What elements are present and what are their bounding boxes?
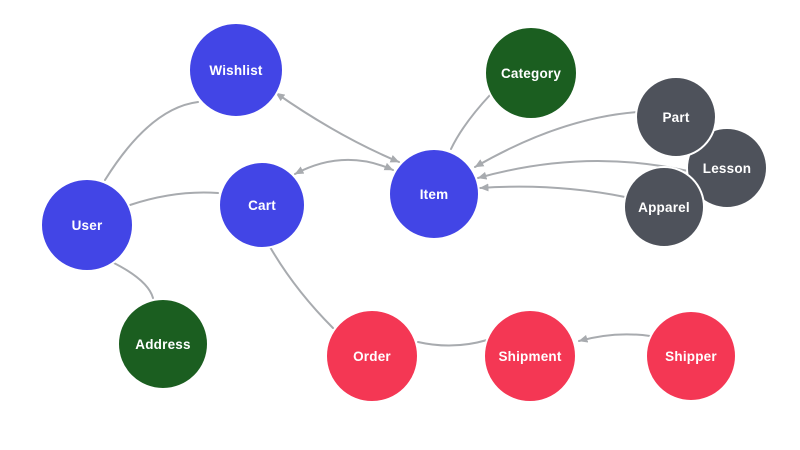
node-order[interactable]: Order	[325, 309, 419, 403]
node-cart[interactable]: Cart	[218, 161, 306, 249]
edge-user-wishlist	[104, 101, 199, 181]
node-wishlist[interactable]: Wishlist	[188, 22, 284, 118]
node-shipment[interactable]: Shipment	[483, 309, 577, 403]
node-label-shipment: Shipment	[498, 348, 562, 364]
edge-wishlist-item	[275, 92, 400, 163]
node-apparel[interactable]: Apparel	[623, 166, 705, 248]
edge-category-item	[450, 94, 491, 150]
node-label-lesson: Lesson	[702, 160, 752, 176]
edge-cart-item	[294, 158, 394, 175]
node-item[interactable]: Item	[388, 148, 480, 240]
node-label-wishlist: Wishlist	[209, 62, 263, 78]
edge-user-address	[111, 261, 154, 299]
edge-apparel-item	[479, 183, 626, 198]
node-label-item: Item	[419, 186, 449, 202]
node-label-category: Category	[500, 65, 562, 81]
node-label-apparel: Apparel	[638, 199, 690, 215]
edge-shipper-shipment	[578, 333, 651, 343]
node-label-shipper: Shipper	[665, 348, 717, 364]
node-label-cart: Cart	[248, 197, 276, 213]
node-label-part: Part	[662, 109, 690, 125]
node-address[interactable]: Address	[117, 298, 209, 390]
edge-part-item	[474, 111, 638, 168]
node-label-address: Address	[135, 336, 191, 352]
node-category[interactable]: Category	[484, 26, 578, 120]
edge-order-shipment	[417, 339, 488, 347]
node-part[interactable]: Part	[635, 76, 717, 158]
node-label-user: User	[71, 217, 103, 233]
node-label-order: Order	[353, 348, 391, 364]
edge-cart-order	[269, 246, 334, 329]
node-user[interactable]: User	[40, 178, 134, 272]
node-shipper[interactable]: Shipper	[645, 310, 737, 402]
edge-user-cart	[129, 191, 219, 206]
